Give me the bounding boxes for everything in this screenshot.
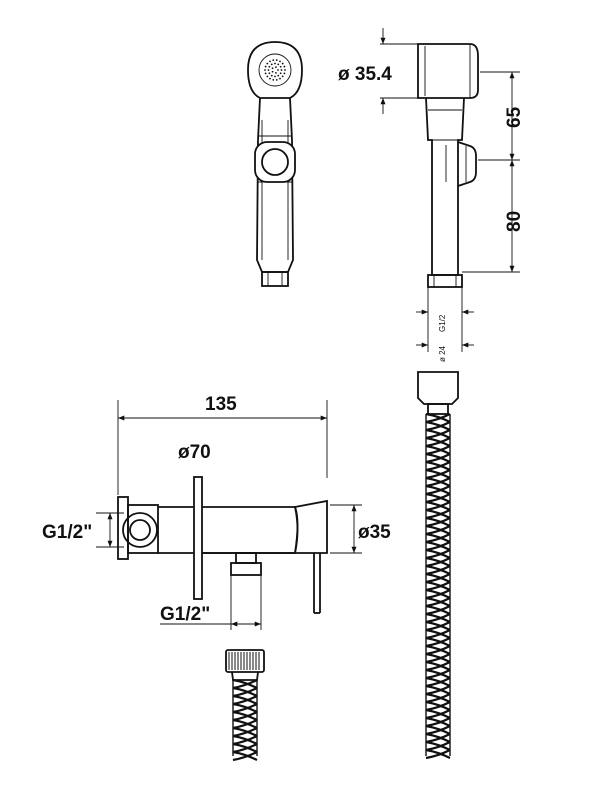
handset-front-view xyxy=(248,42,302,286)
handset-side-view xyxy=(418,44,478,287)
label-valve-width: 135 xyxy=(205,394,237,415)
label-outlet-thread: G1/2" xyxy=(160,604,210,625)
spray-nozzle-dots xyxy=(264,59,286,80)
label-handset-diameter: ø 35.4 xyxy=(338,64,392,85)
short-hose xyxy=(226,650,264,760)
label-height-upper: 65 xyxy=(504,106,525,128)
spray-face xyxy=(259,54,291,86)
label-height-lower: 80 xyxy=(504,211,525,232)
label-diameter-handset-base: ø 24 xyxy=(438,345,447,362)
label-valve-body-diameter: ø35 xyxy=(358,522,391,543)
cover-plate xyxy=(194,477,202,599)
valve-side-view xyxy=(118,477,327,613)
dimension-heights xyxy=(462,72,520,272)
trigger-button-front xyxy=(255,142,295,182)
label-flange-diameter: ø70 xyxy=(178,442,211,463)
label-thread-handset: G1/2 xyxy=(438,314,447,332)
long-hose xyxy=(418,372,458,758)
dimension-wall-inlet xyxy=(96,513,124,547)
label-wall-inlet-thread: G1/2" xyxy=(42,522,92,543)
